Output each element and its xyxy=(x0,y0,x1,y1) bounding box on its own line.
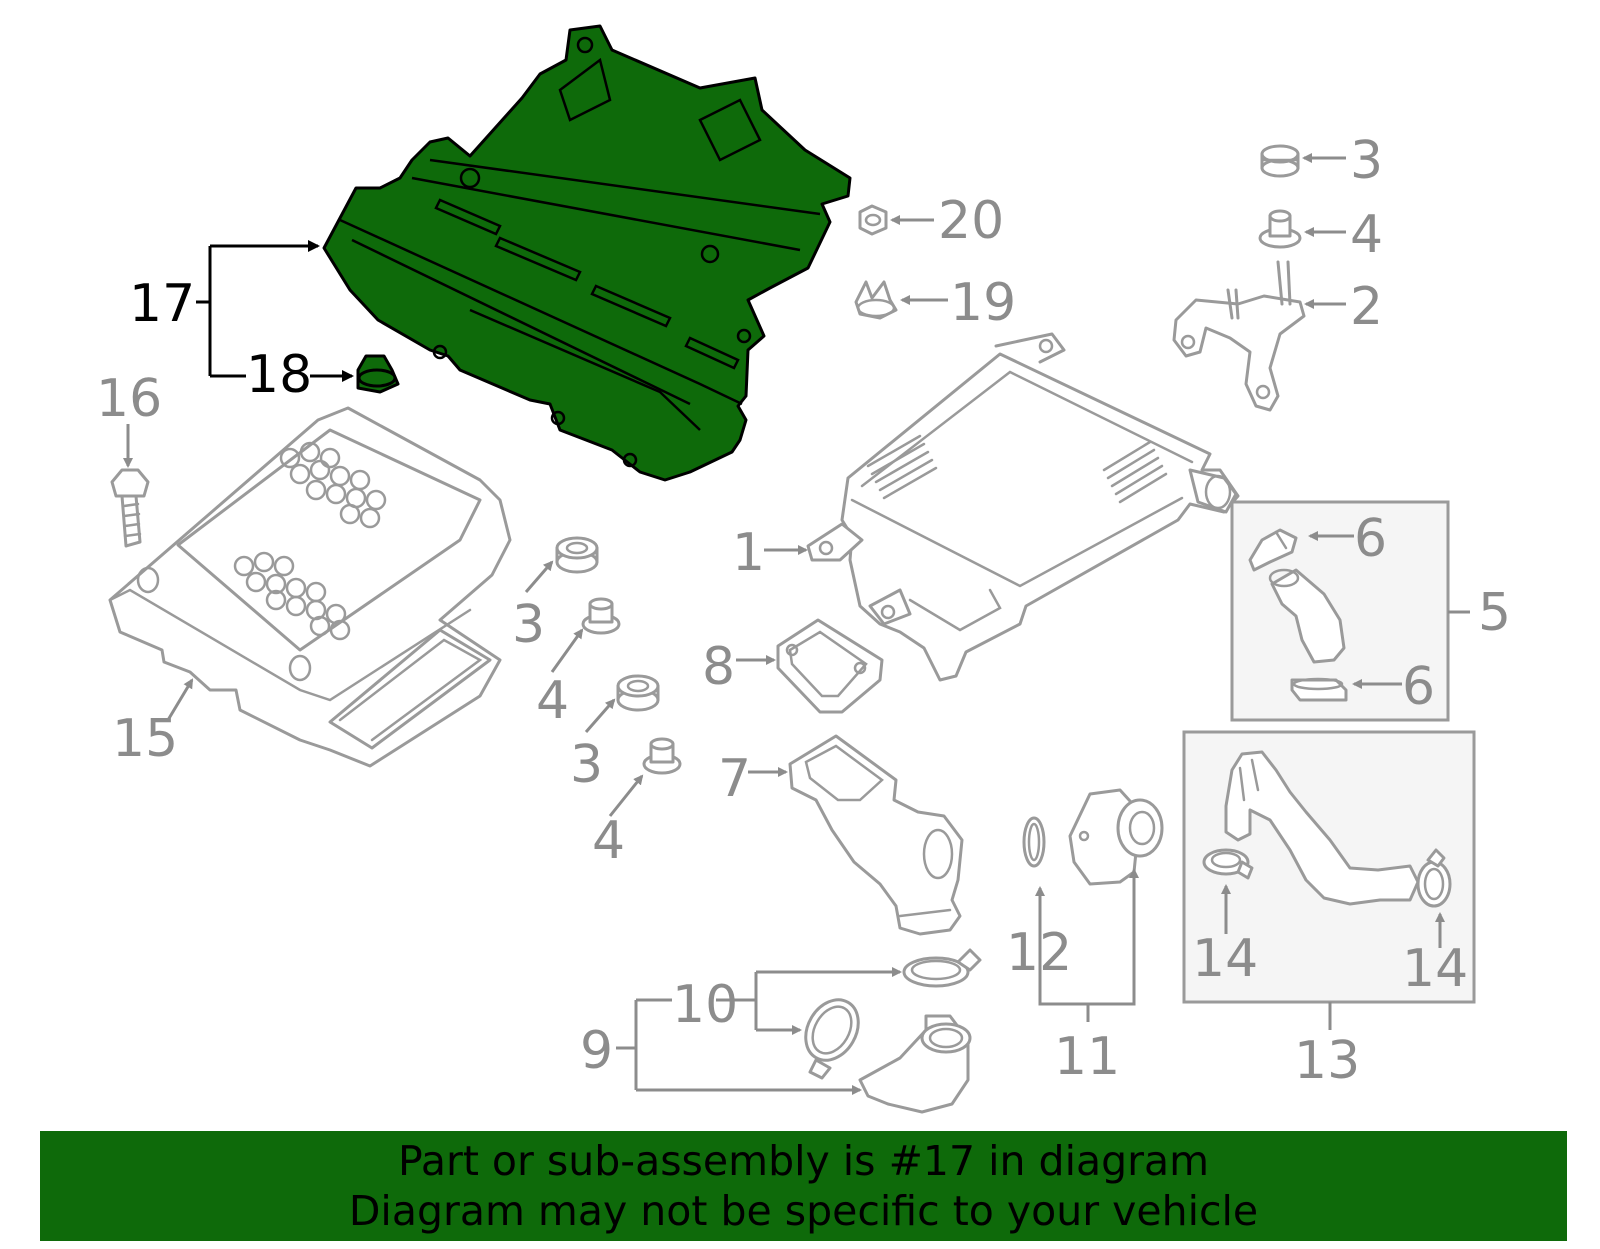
label-17[interactable]: 17 xyxy=(129,274,195,334)
label-16[interactable]: 16 xyxy=(96,369,162,429)
part-19-clip[interactable] xyxy=(854,280,898,320)
label-18[interactable]: 18 xyxy=(246,345,312,405)
label-4c[interactable]: 4 xyxy=(1350,205,1383,265)
label-3a[interactable]: 3 xyxy=(512,595,545,655)
part-15-engine-cover[interactable] xyxy=(108,406,512,768)
part-3-grommet-c[interactable] xyxy=(1260,144,1300,178)
label-12[interactable]: 12 xyxy=(1006,923,1072,983)
label-4a[interactable]: 4 xyxy=(536,671,569,731)
part-16-bolt[interactable] xyxy=(110,468,150,548)
part-20-nut[interactable] xyxy=(858,204,888,236)
cover-pattern-upper xyxy=(279,441,387,529)
label-2[interactable]: 2 xyxy=(1350,277,1383,337)
part-18-clip[interactable] xyxy=(356,354,400,394)
label-15[interactable]: 15 xyxy=(112,709,178,769)
part-1-intercooler[interactable] xyxy=(806,332,1240,682)
part-3-grommet-b[interactable] xyxy=(616,674,660,712)
callout-labels: 17 18 16 15 3 4 3 4 20 19 3 4 2 1 8 7 10… xyxy=(96,131,1511,1091)
label-19[interactable]: 19 xyxy=(950,273,1016,333)
part-4-bushing-c[interactable] xyxy=(1258,209,1302,249)
cover-pattern-lower xyxy=(233,551,351,641)
part-9-hose[interactable] xyxy=(858,1014,972,1114)
label-14b[interactable]: 14 xyxy=(1402,939,1468,999)
label-14a[interactable]: 14 xyxy=(1192,929,1258,989)
notice-line-disclaimer: Diagram may not be specific to your vehi… xyxy=(348,1187,1259,1235)
part-4-bushing-a[interactable] xyxy=(581,597,621,635)
part-5-hose[interactable] xyxy=(1268,568,1346,664)
label-13[interactable]: 13 xyxy=(1294,1031,1360,1091)
part-6-clamp-b[interactable] xyxy=(1290,677,1348,702)
label-9[interactable]: 9 xyxy=(580,1021,613,1081)
part-10-clamp-b[interactable] xyxy=(795,990,869,1080)
part-4-bushing-b[interactable] xyxy=(642,737,682,775)
label-3c[interactable]: 3 xyxy=(1350,131,1383,191)
label-20[interactable]: 20 xyxy=(938,191,1004,251)
label-8[interactable]: 8 xyxy=(702,637,735,697)
intercooler-fins-right xyxy=(1102,440,1168,504)
label-5[interactable]: 5 xyxy=(1478,583,1511,643)
part-6-clamp-a[interactable] xyxy=(1248,528,1298,572)
part-7-charge-pipe[interactable] xyxy=(788,734,964,936)
label-6a[interactable]: 6 xyxy=(1354,509,1387,569)
intercooler-fins-left xyxy=(866,434,938,500)
part-8-gasket[interactable] xyxy=(776,618,884,714)
label-6b[interactable]: 6 xyxy=(1402,657,1435,717)
notice-line-part: Part or sub-assembly is #17 in diagram xyxy=(397,1137,1210,1185)
part-11-valve[interactable] xyxy=(1068,788,1164,886)
label-4b[interactable]: 4 xyxy=(592,811,625,871)
part-12-o-ring[interactable] xyxy=(1022,816,1046,868)
label-7[interactable]: 7 xyxy=(718,749,751,809)
part-13-pipe[interactable] xyxy=(1224,750,1420,906)
part-17-intercooler-cover[interactable] xyxy=(322,24,852,482)
label-1[interactable]: 1 xyxy=(732,523,765,583)
label-3b[interactable]: 3 xyxy=(570,735,603,795)
label-11[interactable]: 11 xyxy=(1054,1027,1120,1087)
part-10-clamp-a[interactable] xyxy=(902,948,982,988)
part-14-clamp-b[interactable] xyxy=(1416,848,1452,908)
part-14-clamp-a[interactable] xyxy=(1202,848,1254,880)
label-10[interactable]: 10 xyxy=(672,975,738,1035)
notice-banner: Part or sub-assembly is #17 in diagram D… xyxy=(40,1131,1567,1241)
part-2-bracket[interactable] xyxy=(1172,260,1306,412)
part-3-grommet-a[interactable] xyxy=(555,536,599,574)
